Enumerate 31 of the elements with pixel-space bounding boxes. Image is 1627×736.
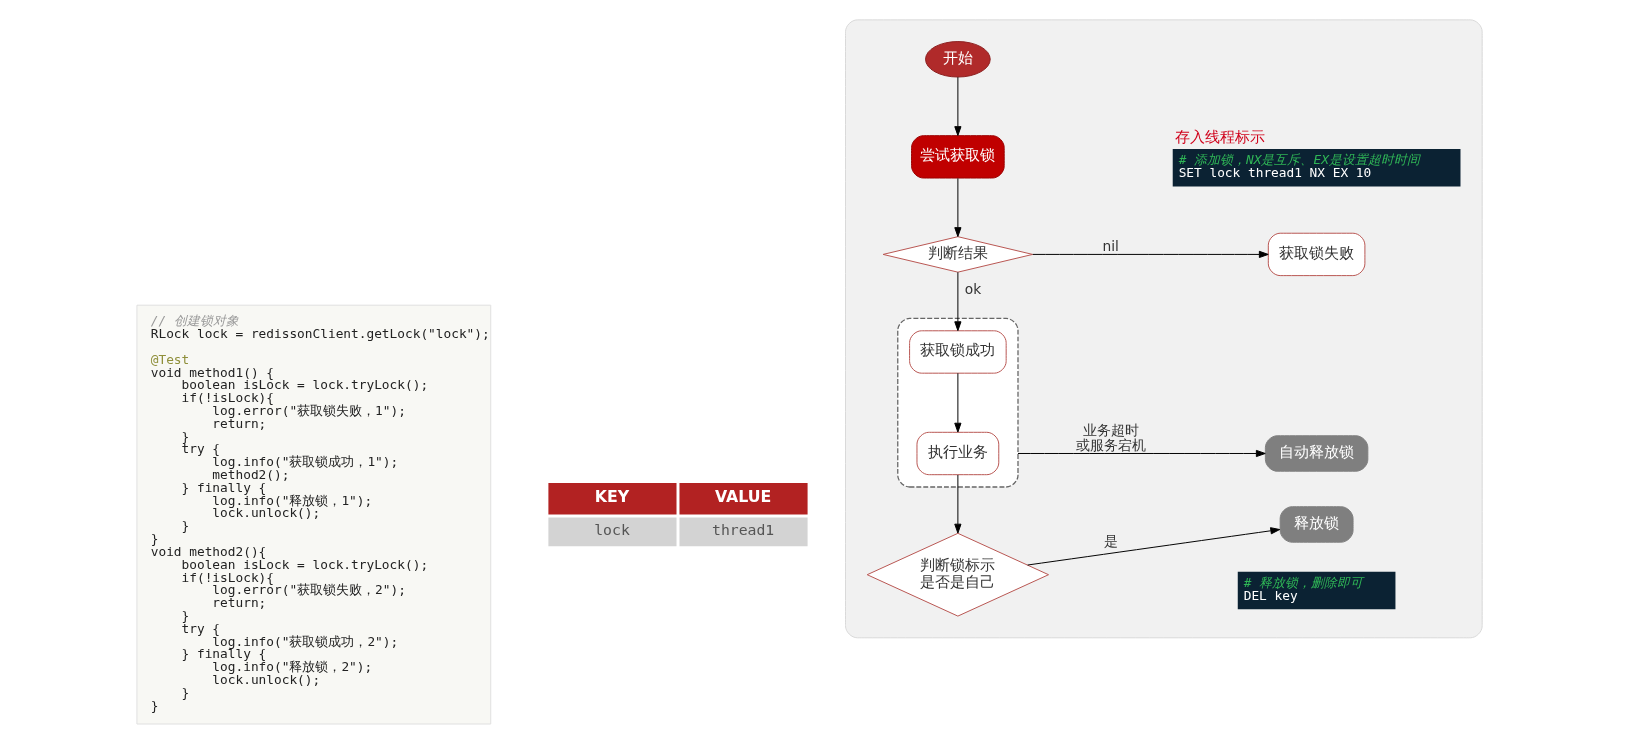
arrow: [1032, 250, 1269, 258]
node-box: # 释放锁，删除即可 DEL key: [1237, 571, 1396, 610]
node-diamond: 判断结果: [882, 236, 1034, 273]
node-label: 存入线程标示: [1174, 128, 1265, 146]
arrow: [954, 271, 962, 332]
edge-label: nil: [1102, 237, 1119, 254]
node-box: 自动释放锁: [1264, 435, 1369, 472]
label: KEY: [594, 486, 630, 506]
node-ellipse: 开始: [925, 41, 991, 78]
node-diamond: 判断锁标示是否是自己: [866, 532, 1050, 617]
arrow: [1017, 449, 1266, 458]
node-box: 释放锁: [1279, 506, 1354, 543]
arrow: [1027, 527, 1281, 566]
node-box: 尝试获取锁: [911, 135, 1005, 179]
cluster: [845, 19, 1483, 639]
node-box: // 创建锁对象 RLock lock = redissonClient.getLock("lock"); @Test void method1() { boolean isLock = lock.tryLock(); if(!isLock){ log.error("获取锁失败，1"); return; } try { log.info("获取锁成功，1"); method2(); } finally { log.info("释放锁，1"); lock.unlock(); } } void method2(){ boolean isLock = lock.tryLock(); if(!isLock){ log.error("获取锁失败，2"); return; } try { log.info("获取锁成功，2"); } finally { log.info("释放锁，2"); lock.unlock(); } }: [136, 304, 492, 725]
edge-label: ok: [964, 281, 982, 298]
arrow: [954, 76, 962, 136]
edge-label: 是: [1103, 533, 1118, 550]
arrow: [954, 474, 962, 534]
label: VALUE: [714, 486, 772, 506]
cluster: [897, 317, 1019, 488]
node-box: 获取锁成功: [909, 330, 1007, 374]
label: thread1: [711, 521, 775, 539]
arrow: [954, 372, 962, 433]
edge-label: 业务超时或服务宕机: [1075, 421, 1146, 453]
label: lock: [594, 521, 630, 539]
node-box: 执行业务: [916, 431, 1000, 476]
arrow: [954, 177, 962, 237]
node-box: # 添加锁，NX是互斥、EX是设置超时时间 SET lock thread1 NX EX 10: [1172, 148, 1461, 187]
node-box: 获取锁失败: [1267, 232, 1366, 277]
